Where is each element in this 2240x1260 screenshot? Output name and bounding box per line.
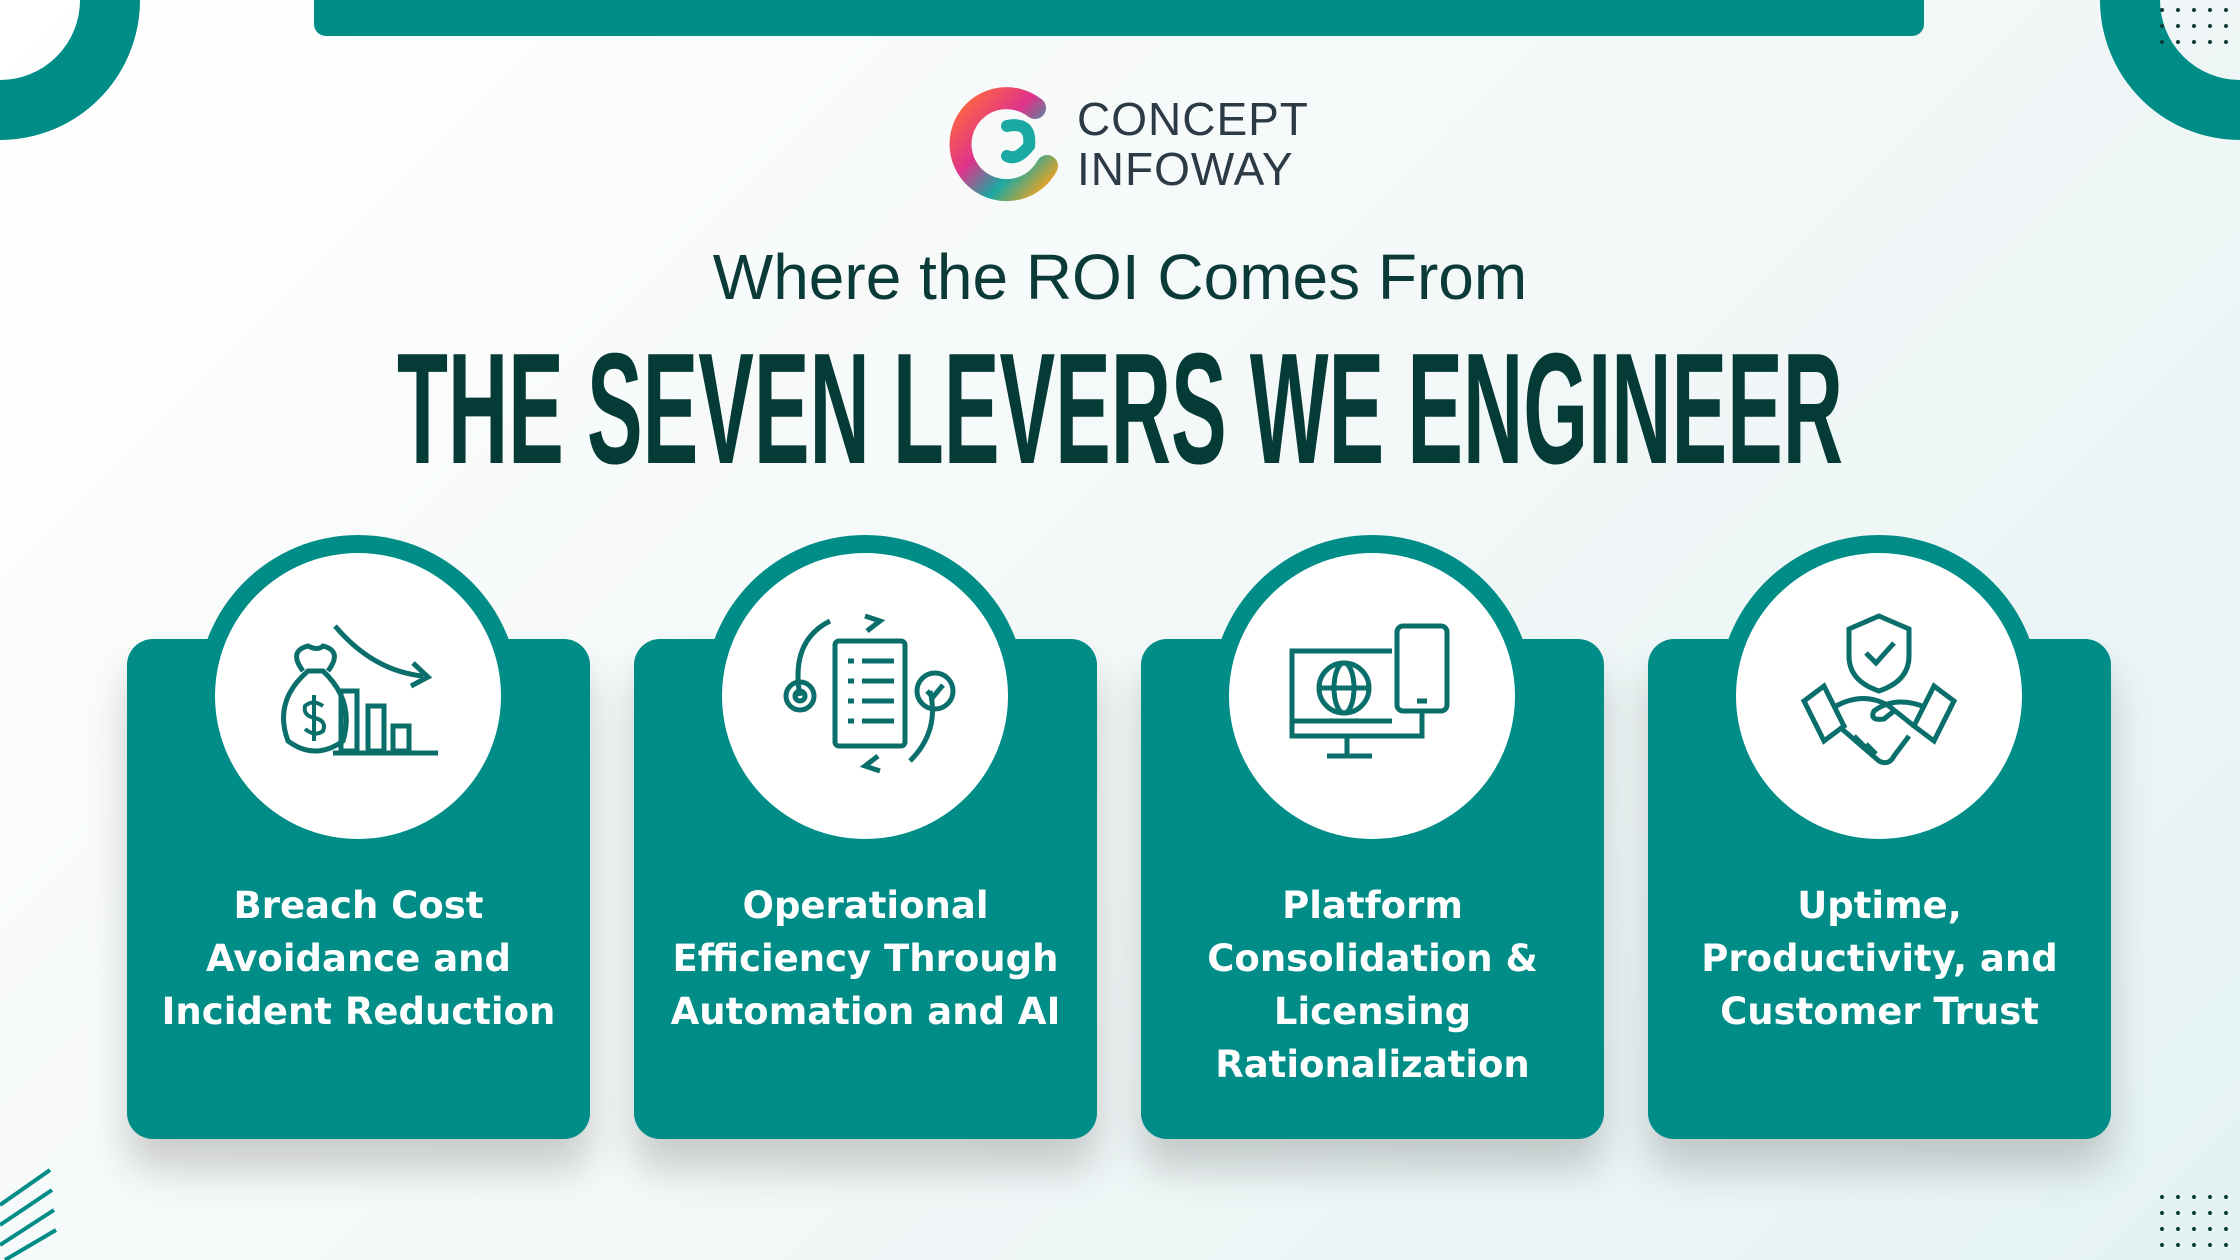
page-title: THE SEVEN LEVERS WE ENGINEER xyxy=(397,345,1843,475)
handshake-shield-icon xyxy=(1800,613,1958,766)
subtitle: Where the ROI Comes From xyxy=(712,241,1528,313)
decorative-dots-top xyxy=(2160,8,2230,44)
lever-label: Breach Cost Avoidance and Incident Reduc… xyxy=(161,884,556,1033)
logo-mark-icon xyxy=(949,87,1058,202)
decorative-stripes xyxy=(0,1168,58,1260)
lever-card: Operational Efficiency Through Automatio… xyxy=(634,535,1097,1139)
automation-checklist-icon xyxy=(783,613,956,774)
lever-label: Operational Efficiency Through Automatio… xyxy=(670,884,1061,1033)
brand-name-line1: CONCEPT xyxy=(1077,93,1309,145)
money-bag-chart-icon xyxy=(281,624,438,756)
brand-name-line2: INFOWAY xyxy=(1077,143,1294,195)
lever-card: Breach Cost Avoidance and Incident Reduc… xyxy=(127,535,590,1139)
lever-card: Uptime, Productivity, and Customer Trust xyxy=(1648,535,2111,1139)
decorative-dots-bottom xyxy=(2160,1195,2230,1247)
lever-label: Uptime, Productivity, and Customer Trust xyxy=(1701,884,2058,1033)
top-banner-bar xyxy=(314,0,1924,36)
lever-label: Platform Consolidation & Licensing Ratio… xyxy=(1207,884,1538,1086)
decorative-ring-left xyxy=(0,0,140,140)
lever-card: Platform Consolidation & Licensing Ratio… xyxy=(1141,535,1604,1139)
page-title-wrapper: THE SEVEN LEVERS WE ENGINEER xyxy=(397,345,1843,475)
monitor-devices-icon xyxy=(1289,623,1450,759)
brand-logo: CONCEPT INFOWAY xyxy=(947,86,1309,202)
